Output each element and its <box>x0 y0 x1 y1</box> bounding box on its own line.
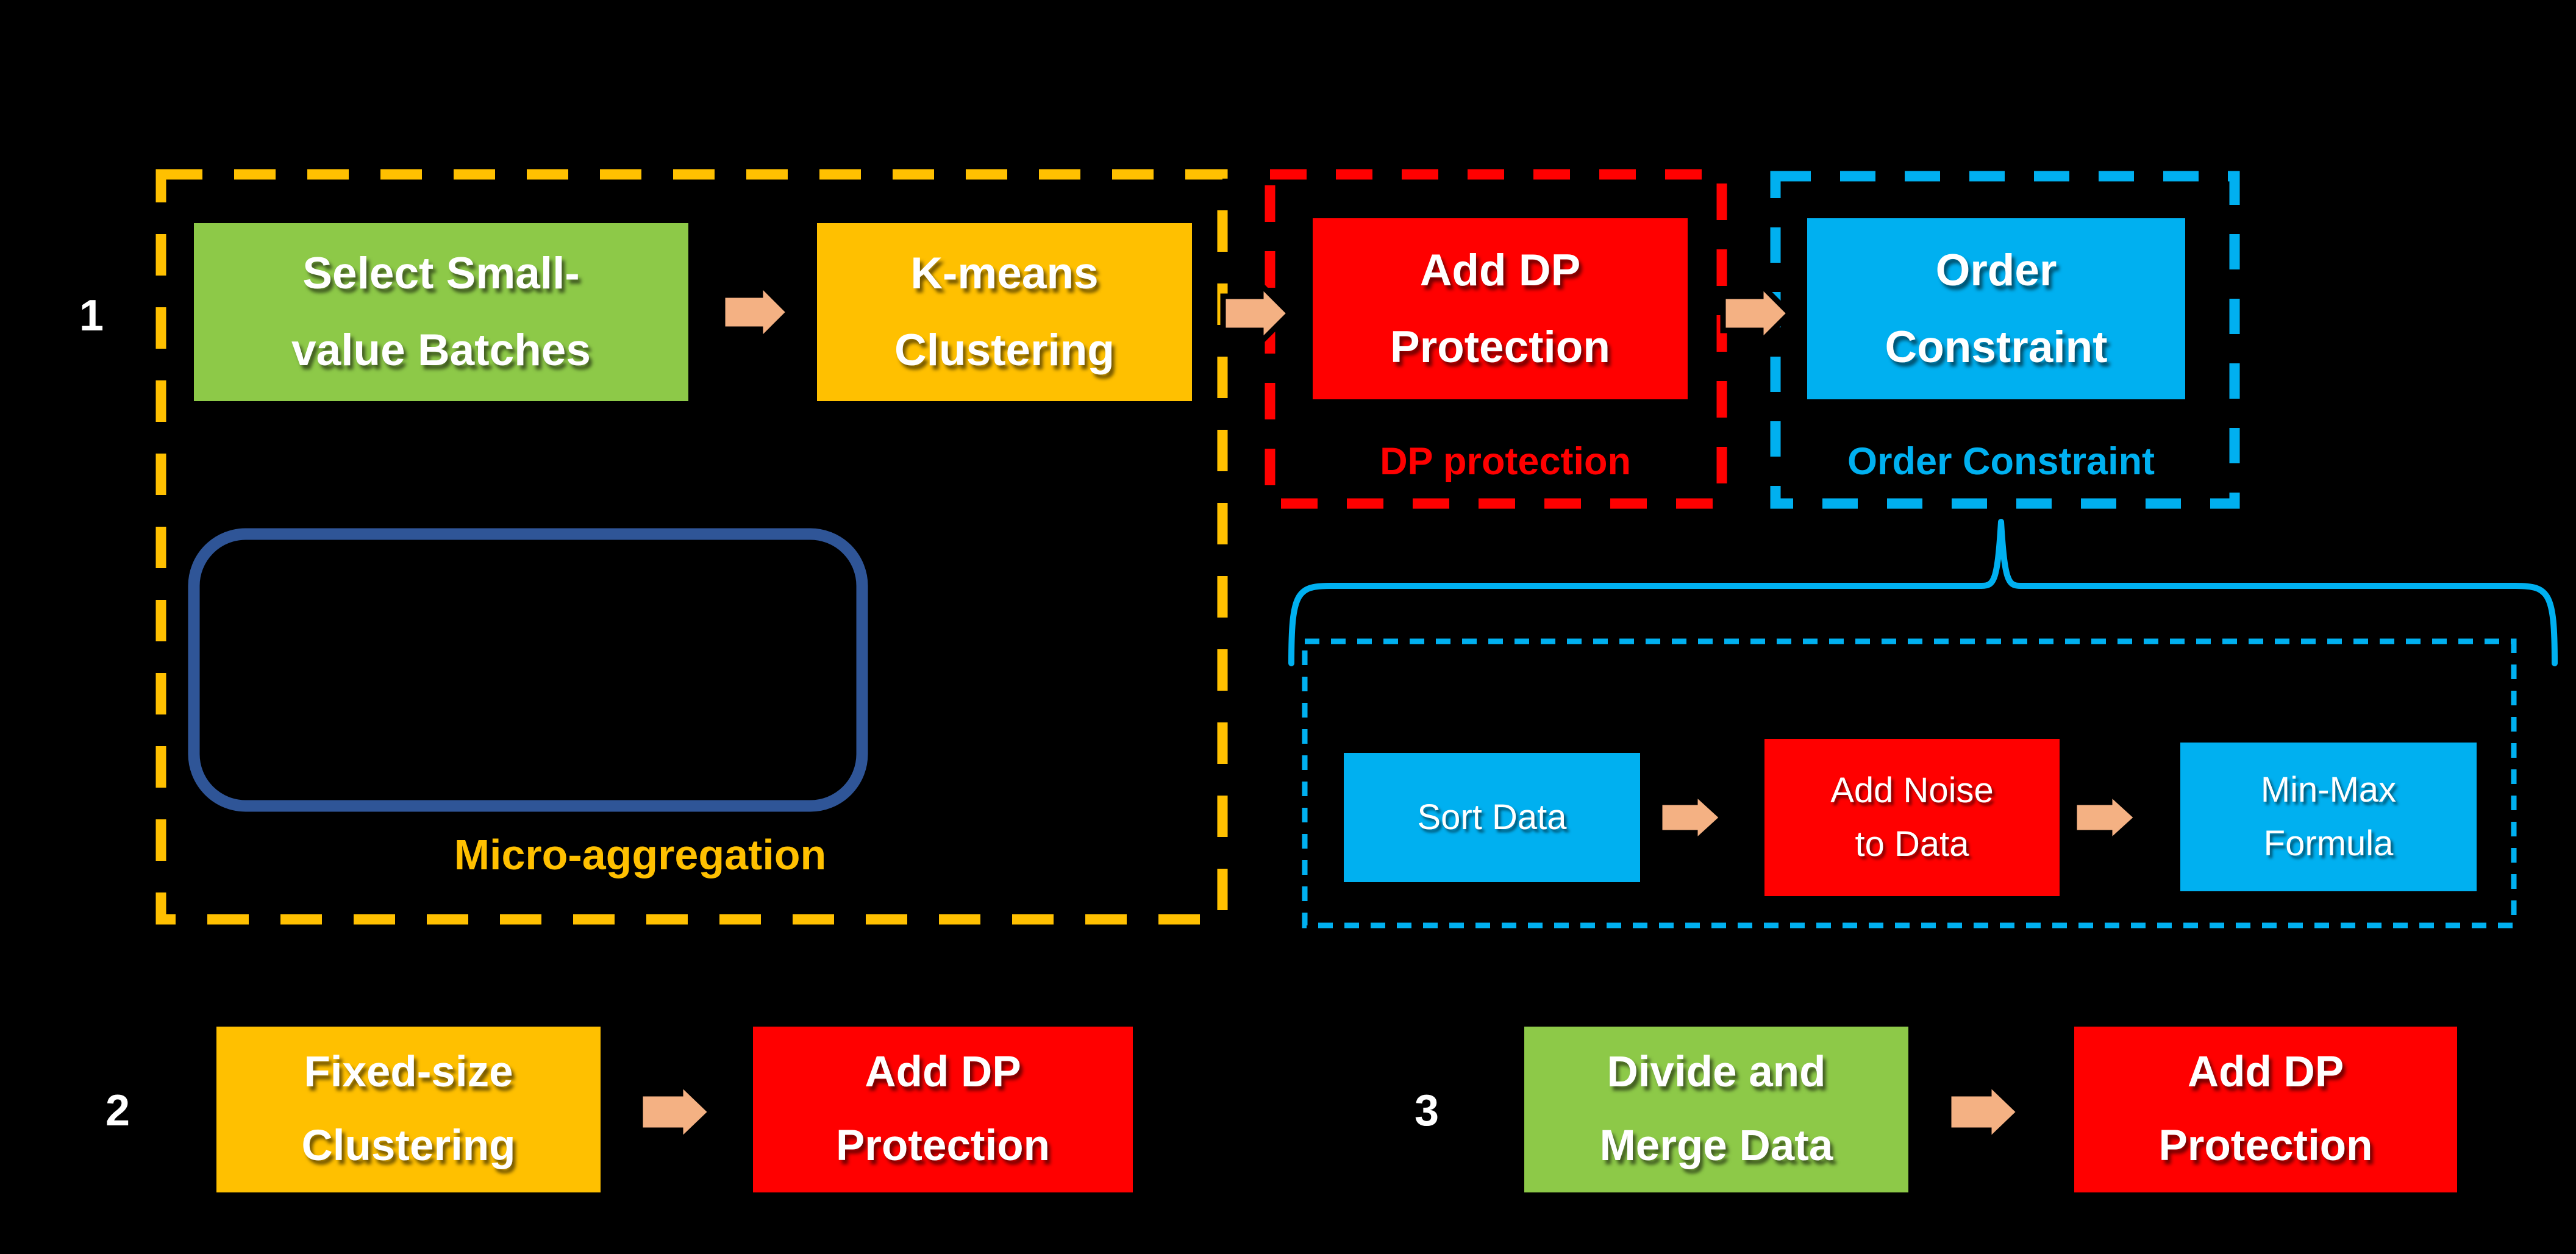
min-max-formula-box: Min-Max Formula <box>2180 743 2477 891</box>
empty-rounded-rect <box>188 528 868 812</box>
box-label-line: Order <box>1935 245 2057 295</box>
box-label-line: Add DP <box>2187 1048 2344 1097</box>
arrow-sort-to-noise <box>1657 786 1727 849</box>
arrow-select-to-kmeans <box>719 277 793 347</box>
arrow-adddp-to-order <box>1720 278 1794 349</box>
kmeans-clustering-box: K-means Clustering <box>817 223 1192 401</box>
box-label-line: Sort Data <box>1417 797 1567 837</box>
box-label-line: Select Small- <box>302 249 580 299</box>
order-constraint-caption: Order Constraint <box>1847 440 2155 483</box>
method-1-index: 1 <box>79 291 104 340</box>
box-label-line: Fixed-size <box>304 1048 513 1097</box>
select-small-value-batches-box: Select Small- value Batches <box>194 223 688 401</box>
method-3-index: 3 <box>1414 1086 1440 1135</box>
arrow-noise-to-minmax <box>2071 786 2141 849</box>
box-label-line: Protection <box>2158 1122 2373 1170</box>
box-label-line: Clustering <box>301 1122 516 1170</box>
box-label-line: Clustering <box>894 326 1115 375</box>
add-noise-to-data-box: Add Noise to Data <box>1764 739 2060 896</box>
box-label-line: Formula <box>2263 824 2394 863</box>
arrow-kmeans-to-adddp <box>1220 278 1294 349</box>
order-constraint-box: Order Constraint <box>1807 218 2185 399</box>
order-detail-dashed-border <box>1302 638 2517 928</box>
box-label-line: to Data <box>1855 824 1969 864</box>
brace <box>1288 519 2558 666</box>
box-label-line: Min-Max <box>2260 769 2397 810</box>
box-label-line: Protection <box>1390 322 1610 372</box>
box-label-line: value Batches <box>291 326 591 375</box>
box-label-line: Constraint <box>1885 322 2108 372</box>
box-label-line: Add Noise <box>1830 770 1994 810</box>
box-label-line: Add DP <box>865 1048 1021 1097</box>
micro-aggregation-caption: Micro-aggregation <box>454 831 827 878</box>
box-label-line: K-means <box>910 249 1099 299</box>
divide-and-merge-data-box: Divide and Merge Data <box>1524 1027 1908 1192</box>
arrow-fixedsize-to-adddp <box>637 1076 715 1148</box>
dp-protection-dashed-border <box>1265 169 1727 509</box>
add-dp-protection-box-1: Add DP Protection <box>1313 218 1688 399</box>
box-label-line: Merge Data <box>1599 1122 1833 1170</box>
box-label-line: Add DP <box>1419 245 1581 295</box>
box-label-line: Divide and <box>1607 1048 1826 1097</box>
box-label-line: Protection <box>835 1122 1051 1170</box>
micro-aggregation-dashed-border <box>155 169 1228 925</box>
add-dp-protection-box-3: Add DP Protection <box>2074 1027 2457 1192</box>
method-2-index: 2 <box>105 1086 130 1135</box>
add-dp-protection-box-2: Add DP Protection <box>753 1027 1133 1192</box>
fixed-size-clustering-box: Fixed-size Clustering <box>216 1027 601 1192</box>
arrow-divide-to-adddp <box>1946 1076 2024 1148</box>
dp-protection-caption: DP protection <box>1380 440 1631 483</box>
sort-data-box: Sort Data <box>1344 753 1640 882</box>
